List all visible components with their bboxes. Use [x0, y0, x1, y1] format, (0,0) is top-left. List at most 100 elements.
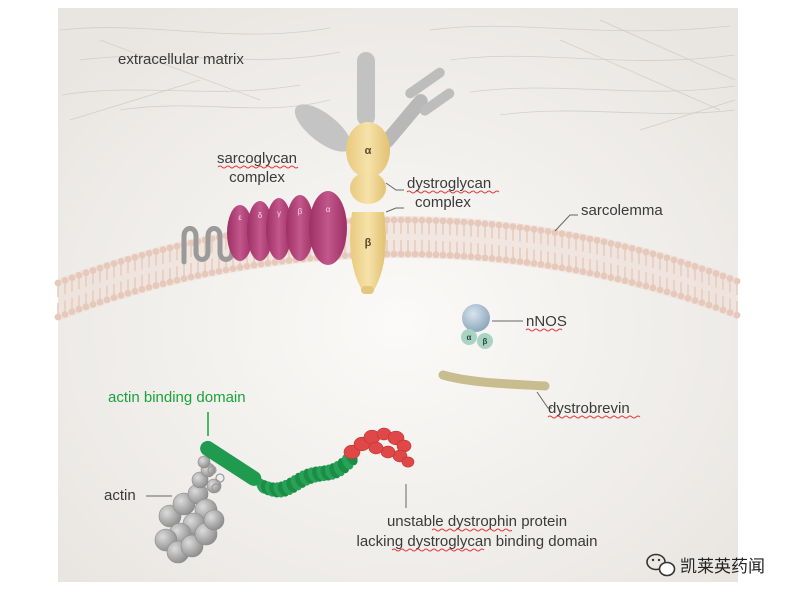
lipid-head-outer: [593, 237, 601, 244]
lipid-head-outer: [61, 276, 69, 284]
lipid-head-outer: [166, 244, 174, 252]
alpha-dystroglycan-label: α: [365, 145, 372, 157]
lipid-head-outer: [432, 217, 440, 225]
lipid-head-inner: [264, 259, 272, 267]
nnos-beta-label: β: [483, 337, 488, 346]
sarcoglycan-subunit-label: α: [326, 205, 331, 214]
nnos-head: [462, 304, 490, 332]
lipid-head-inner: [495, 255, 503, 263]
lipid-head-inner: [691, 297, 699, 304]
squiggle-nnos: [525, 328, 563, 332]
lipid-head-inner: [439, 251, 447, 259]
lipid-head-inner: [705, 301, 713, 309]
label-sarcoglycan-line1: sarcoglycan: [217, 150, 297, 167]
lipid-head-inner: [621, 277, 629, 285]
lipid-head-outer: [117, 258, 125, 265]
dystroglycan-leader-line-2: [385, 207, 404, 213]
lipid-head-outer: [663, 254, 671, 262]
lipid-head-outer: [425, 217, 433, 224]
label-actin-binding-domain: actin binding domain: [108, 389, 246, 406]
lipid-head-inner: [383, 250, 391, 258]
label-extracellular-matrix: extracellular matrix: [118, 51, 244, 68]
lipid-head-outer: [719, 272, 727, 280]
squiggle-dystroglycan: [406, 190, 500, 194]
lipid-head-inner: [663, 288, 671, 296]
lipid-head-inner: [481, 254, 489, 262]
lipid-head-outer: [621, 243, 629, 251]
lipid-head-outer: [131, 253, 139, 261]
lipid-head-inner: [502, 256, 510, 264]
lipid-head-inner: [670, 290, 678, 298]
lipid-head-inner: [257, 260, 265, 268]
watermark: 凯莱英药闻: [646, 553, 765, 577]
lipid-head-outer: [68, 274, 76, 282]
lipid-head-inner: [75, 305, 83, 313]
lipid-head-outer: [537, 227, 545, 234]
lipid-head-inner: [418, 250, 426, 258]
label-dystroglycan-line2: complex: [415, 194, 471, 211]
lipid-head-outer: [103, 262, 111, 270]
lipid-head-inner: [537, 261, 545, 268]
lipid-head-outer: [705, 267, 713, 275]
lipid-head-inner: [306, 254, 314, 262]
lipid-head-inner: [698, 299, 706, 307]
lipid-head-inner: [117, 292, 125, 299]
extracellular-fibers: [59, 19, 736, 131]
sarcoglycan-alpha: [309, 191, 347, 265]
sarcospan-loop: [181, 226, 235, 265]
label-actin: actin: [104, 487, 136, 504]
lipid-head-inner: [712, 304, 720, 311]
lipid-head-outer: [733, 277, 741, 285]
lipid-head-inner: [201, 270, 209, 278]
lipid-head-outer: [544, 228, 552, 235]
lipid-head-outer: [54, 279, 62, 287]
lipid-head-inner: [187, 273, 195, 281]
lipid-head-inner: [390, 250, 398, 258]
lipid-head-inner: [544, 262, 552, 269]
watermark-text: 凯莱英药闻: [680, 557, 765, 576]
lipid-head-outer: [649, 250, 657, 258]
lipid-head-inner: [236, 264, 244, 271]
lipid-head-inner: [215, 267, 223, 275]
lipid-head-outer: [173, 242, 181, 250]
lipid-head-outer: [726, 275, 734, 282]
lipid-head-inner: [614, 275, 622, 283]
lipid-head-inner: [719, 306, 727, 314]
lipid-head-outer: [397, 216, 405, 224]
lipid-head-inner: [649, 284, 657, 292]
lipid-head-inner: [551, 263, 559, 270]
lipid-head-inner: [222, 266, 230, 274]
lipid-head-inner: [131, 287, 139, 295]
lipid-head-outer: [390, 216, 398, 224]
lipid-head-inner: [530, 259, 538, 267]
lipid-head-inner: [558, 264, 566, 272]
lipid-head-inner: [243, 262, 251, 270]
lipid-head-outer: [75, 271, 83, 279]
lipid-head-outer: [565, 231, 573, 239]
sarcoglycan-gamma: [266, 198, 292, 260]
lipid-head-inner: [180, 275, 188, 283]
lipid-head-inner: [523, 259, 531, 266]
lipid-head-outer: [152, 248, 160, 255]
sarcoglycan-beta: [286, 195, 314, 261]
lipid-head-outer: [383, 216, 391, 224]
lipid-head-inner: [726, 309, 734, 316]
lipid-head-inner: [516, 258, 524, 265]
lipid-head-inner: [208, 269, 216, 276]
lipid-head-outer: [523, 225, 531, 232]
truncated-bead: [368, 441, 384, 455]
label-dystrobrevin: dystrobrevin: [548, 400, 630, 417]
ecm-arm-up: [357, 52, 375, 126]
lipid-head-outer: [502, 222, 510, 230]
lipid-head-outer: [439, 217, 447, 225]
ecm-arm-left: [294, 104, 352, 152]
lipid-head-inner: [474, 253, 482, 261]
sarcoglycan-subunit-label: γ: [277, 209, 281, 218]
lipid-head-inner: [565, 265, 573, 273]
lipid-head-inner: [89, 301, 97, 308]
lipid-head-outer: [467, 219, 475, 227]
actin-binding-domain: [200, 440, 262, 486]
lipid-head-outer: [411, 216, 419, 224]
lipid-head-outer: [586, 235, 594, 243]
lipid-head-outer: [572, 232, 580, 240]
